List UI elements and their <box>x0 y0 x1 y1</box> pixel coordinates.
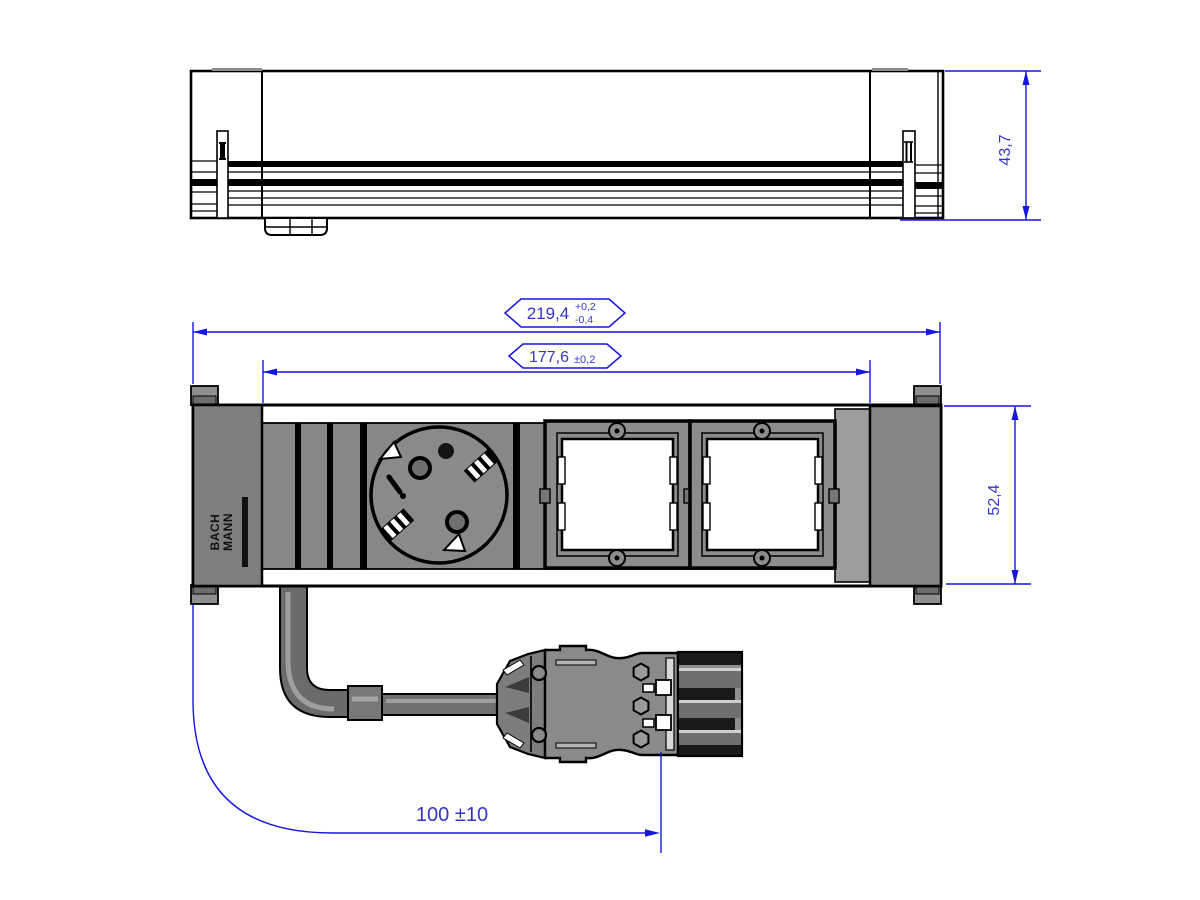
end-cap-right <box>868 404 943 588</box>
mounting-clip-bottom-right <box>913 584 942 605</box>
dim-side-height: 43,7 <box>900 70 1041 221</box>
arrow-right-icon <box>645 829 660 837</box>
socket-notch-nw <box>377 440 403 461</box>
connector-ribbed-end <box>676 650 744 758</box>
socket-marker-dot <box>438 443 454 459</box>
inspection-frame <box>503 298 627 328</box>
logo-line1: BACH <box>208 514 222 551</box>
schuko-socket <box>369 425 509 565</box>
dim-overall-width: 219,4 +0,2 -0,4 <box>192 298 941 384</box>
earth-clip-top <box>463 449 499 483</box>
module-window <box>705 437 820 552</box>
module-frame-2 <box>688 419 840 570</box>
dim-cable-length-label: 100 ±10 <box>416 804 488 826</box>
cable-ferrule <box>347 685 383 721</box>
socket-face <box>369 425 509 565</box>
mounting-foot <box>264 217 328 236</box>
side-profile-view <box>189 68 945 236</box>
side-latch-right <box>902 130 916 219</box>
side-profile-body <box>189 69 945 220</box>
module-window <box>560 437 675 552</box>
connector-screw-hole-bottom <box>530 726 548 744</box>
dim-side-height-label: 43,7 <box>997 134 1014 165</box>
profile-ribs <box>295 423 520 569</box>
arrow-left-icon <box>263 368 277 376</box>
dim-overall-width-tol-upper: +0,2 <box>575 301 596 313</box>
socket-notch-se <box>441 532 467 553</box>
logo-line2: MANN <box>221 513 235 551</box>
dim-module-width: 177,6 ±0,2 <box>262 343 871 403</box>
terminal-screws <box>632 662 650 749</box>
dim-front-height: 52,4 <box>944 405 1031 585</box>
dim-cable-length: 100 ±10 <box>192 605 662 853</box>
dim-module-width-tol: ±0,2 <box>574 354 595 366</box>
inspection-frame <box>507 343 623 369</box>
arrow-up-icon <box>1022 71 1030 85</box>
arrow-down-icon <box>1011 570 1019 584</box>
earth-clip-bottom <box>379 508 415 542</box>
socket-pin-hole-right <box>445 510 469 534</box>
profile-groove-lines <box>191 160 943 214</box>
power-cable <box>279 583 501 721</box>
dim-overall-width-tol-lower: -0,4 <box>575 314 593 326</box>
dim-module-width-label: 177,6 <box>529 349 569 366</box>
arrow-right-icon <box>926 328 940 336</box>
front-view: BACH MANN <box>190 385 943 605</box>
mounting-clip-bottom-left <box>190 584 219 605</box>
mounting-clip-top-right <box>913 385 942 406</box>
cable-run <box>381 693 501 716</box>
arrow-right-icon <box>856 368 870 376</box>
socket-shutter-mark <box>386 474 403 495</box>
arrow-up-icon <box>1011 406 1019 420</box>
gst18-connector <box>495 644 744 764</box>
logo-underline <box>242 497 248 567</box>
dim-front-height-label: 52,4 <box>986 484 1003 515</box>
arrow-left-icon <box>193 328 207 336</box>
mounting-clip-top-left <box>190 385 219 406</box>
dim-overall-width-label: 219,4 <box>527 304 570 323</box>
end-cap-left <box>191 403 264 588</box>
module-frame-1 <box>539 419 695 570</box>
arrow-down-icon <box>1022 206 1030 220</box>
filler-strip <box>834 408 871 583</box>
brand-logo: BACH MANN <box>208 497 248 567</box>
socket-pin-hole-left <box>408 456 432 480</box>
connector-screw-hole-top <box>530 664 548 682</box>
side-latch-left <box>216 130 229 219</box>
latch-pins <box>642 679 672 731</box>
